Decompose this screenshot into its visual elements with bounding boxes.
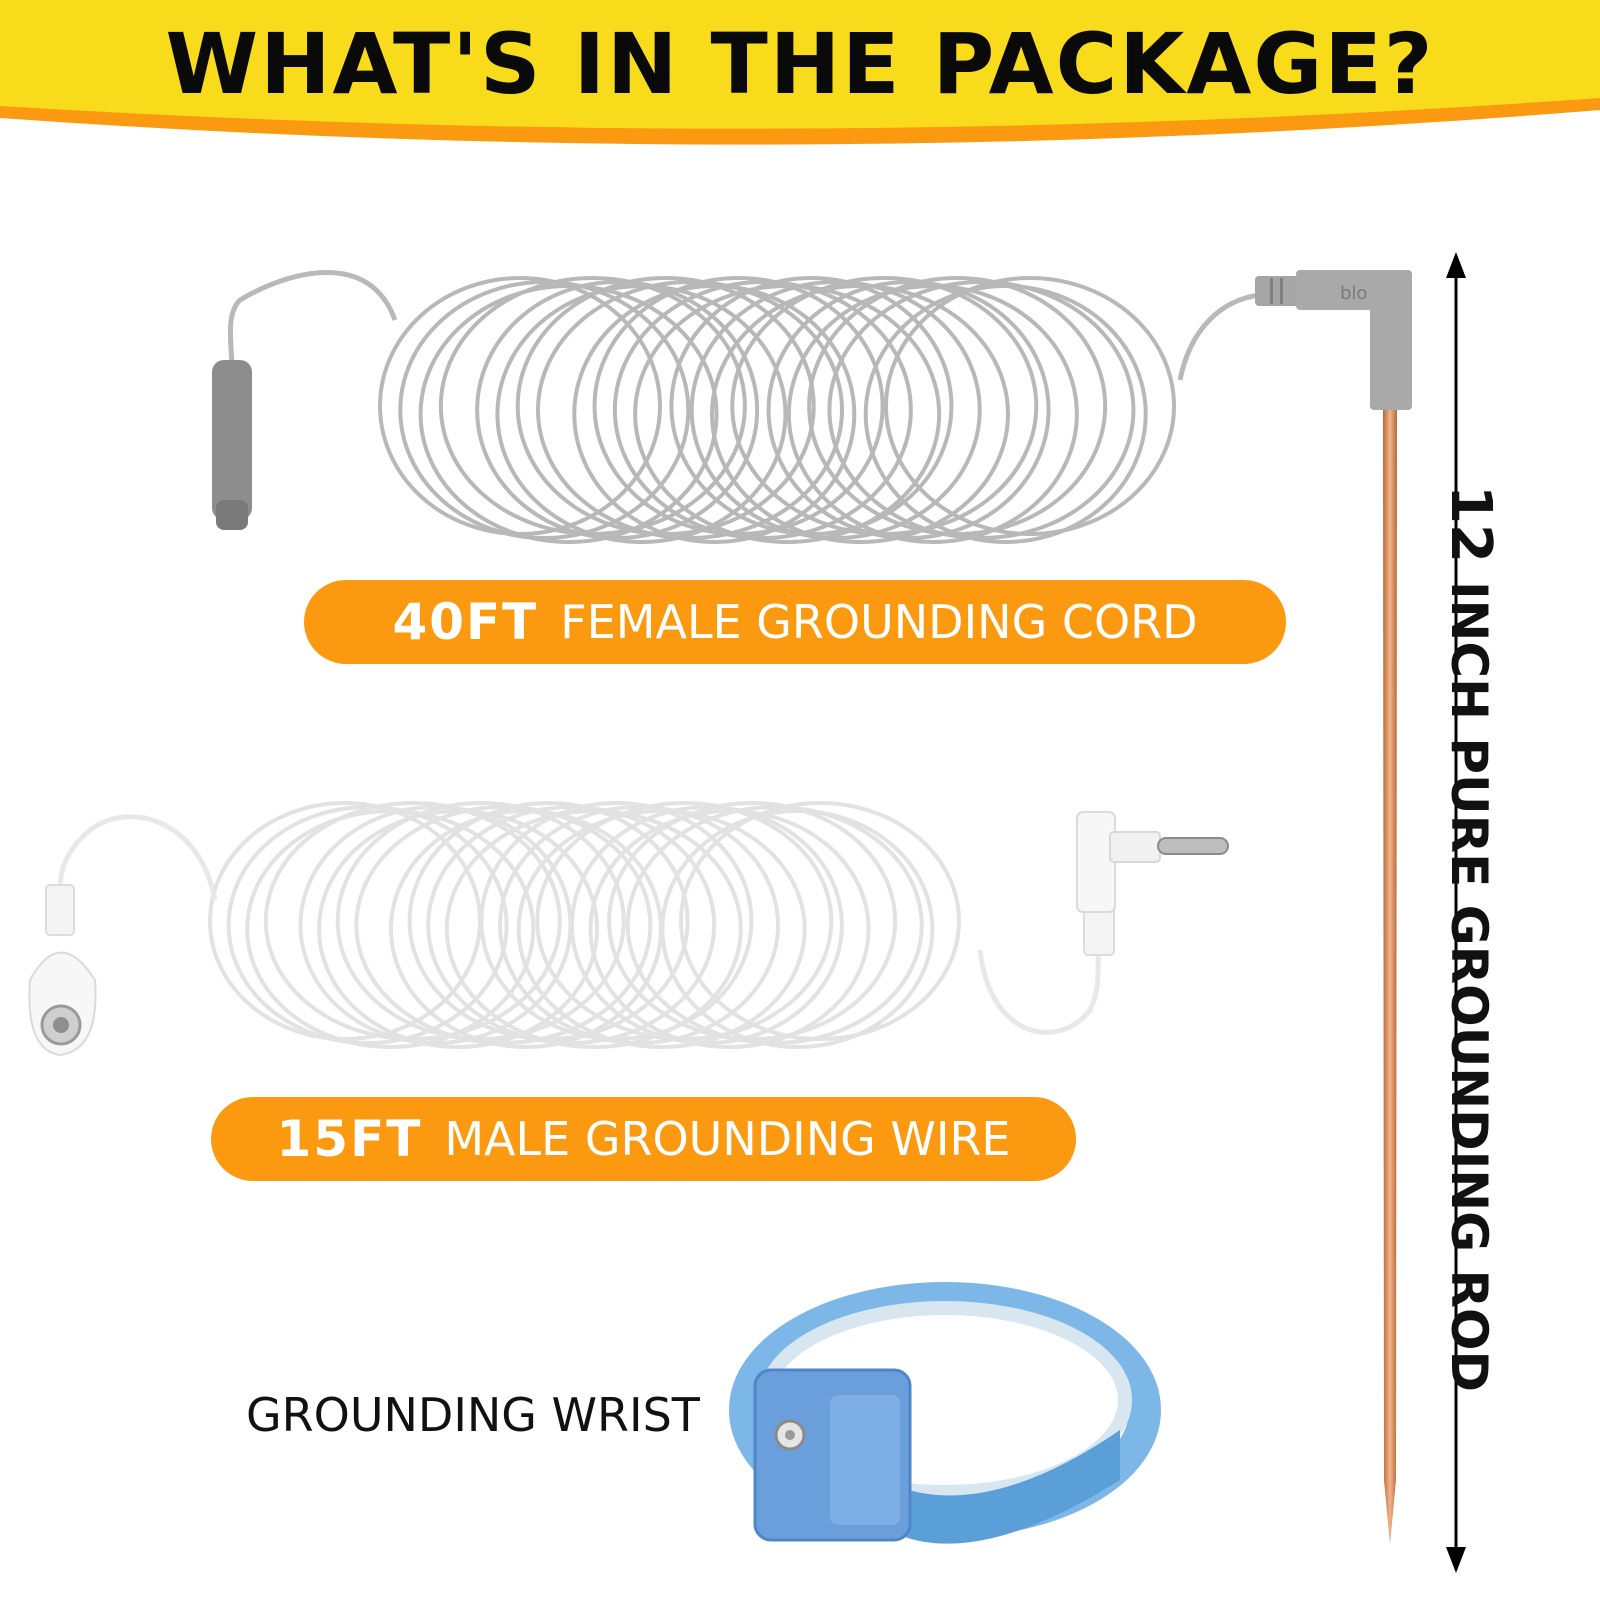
rod-length: 12 bbox=[1438, 485, 1503, 563]
male-grounding-wire-illustration bbox=[28, 801, 1229, 1057]
coil-loop bbox=[475, 280, 760, 540]
coil-loop bbox=[827, 280, 1136, 540]
coil-loop bbox=[354, 805, 653, 1045]
coil-loop bbox=[444, 809, 743, 1049]
male-wire-label: MALE GROUNDING WIRE bbox=[444, 1112, 1011, 1166]
coil-loop bbox=[495, 284, 788, 544]
coil-loop bbox=[625, 805, 924, 1045]
coil-loop bbox=[418, 284, 719, 544]
dimension-arrow-icon bbox=[1446, 252, 1466, 1573]
coil-loop bbox=[884, 276, 1176, 536]
coil-loop bbox=[766, 280, 1051, 540]
coil-loop bbox=[679, 801, 961, 1041]
female-cord-length: 40FT bbox=[392, 593, 539, 651]
copper-grounding-rod-illustration bbox=[1383, 410, 1397, 1545]
coil-loop bbox=[660, 809, 935, 1049]
coil-loop bbox=[572, 284, 857, 544]
coil-loop bbox=[516, 809, 807, 1049]
brand-mark: blo bbox=[1340, 283, 1367, 304]
male-wire-label-pill: 15FT MALE GROUNDING WIRE bbox=[211, 1097, 1076, 1181]
female-grounding-cord-illustration: blo bbox=[212, 270, 1412, 544]
coil-loop bbox=[398, 280, 691, 540]
coil-loop bbox=[786, 284, 1079, 544]
coil-loop bbox=[226, 805, 509, 1045]
male-wire-length: 15FT bbox=[276, 1110, 423, 1168]
coil-loop bbox=[633, 284, 942, 544]
wrist-label: GROUNDING WRIST bbox=[246, 1388, 700, 1442]
coil-loop bbox=[263, 801, 562, 1041]
rod-label: 12INCH PURE GROUNDING ROD bbox=[1435, 485, 1505, 1392]
male-plug-icon bbox=[1076, 811, 1116, 913]
grounding-wrist-strap-illustration bbox=[729, 1282, 1161, 1544]
coil-loop bbox=[863, 284, 1148, 544]
coil-loop bbox=[689, 280, 982, 540]
header-banner bbox=[0, 0, 1600, 145]
coil-loop bbox=[612, 280, 913, 540]
female-cord-label: FEMALE GROUNDING CORD bbox=[560, 595, 1198, 649]
coil-loop bbox=[710, 284, 1010, 544]
coil-loop bbox=[535, 801, 834, 1041]
coil-loop bbox=[245, 809, 536, 1049]
coil-loop bbox=[407, 801, 690, 1041]
coil-loop bbox=[536, 280, 844, 540]
coil-loop bbox=[426, 805, 717, 1045]
female-connector-icon bbox=[212, 360, 252, 520]
rod-label-text: INCH PURE GROUNDING ROD bbox=[1440, 580, 1498, 1393]
page-title: WHAT'S IN THE PACKAGE? bbox=[165, 15, 1435, 113]
female-cord-label-pill: 40FT FEMALE GROUNDING CORD bbox=[304, 580, 1286, 664]
coil-loop bbox=[498, 805, 781, 1045]
